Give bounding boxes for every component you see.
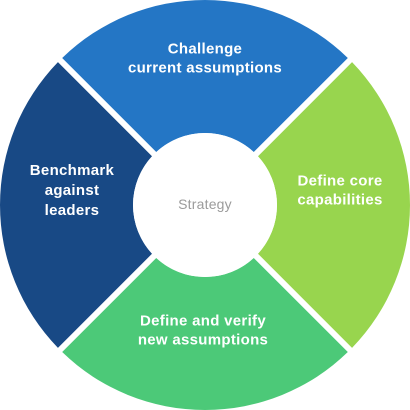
segment-bottom-label-line: Define and verify xyxy=(140,313,266,330)
segment-left-label-line: leaders xyxy=(45,202,100,219)
segment-left-label: Benchmark against leaders xyxy=(30,162,115,219)
segment-bottom-label: Define and verify new assumptions xyxy=(138,313,268,349)
segment-right-label: Define core capabilities xyxy=(297,173,382,209)
segment-right-label-line: capabilities xyxy=(297,192,382,209)
center-circle xyxy=(133,133,277,277)
segment-top-label: Challenge current assumptions xyxy=(128,41,282,77)
segment-right-label-line: Define core xyxy=(298,173,383,190)
segment-top-label-line: current assumptions xyxy=(128,60,282,77)
segment-left xyxy=(0,62,153,348)
center-label: Strategy xyxy=(178,196,232,212)
segment-right xyxy=(257,62,410,348)
segment-left-label-line: against xyxy=(45,182,100,199)
segment-bottom xyxy=(62,257,348,410)
segment-bottom-label-line: new assumptions xyxy=(138,332,268,349)
segment-top xyxy=(62,0,348,153)
segment-left-label-line: Benchmark xyxy=(30,162,115,179)
segment-top-label-line: Challenge xyxy=(168,41,242,58)
